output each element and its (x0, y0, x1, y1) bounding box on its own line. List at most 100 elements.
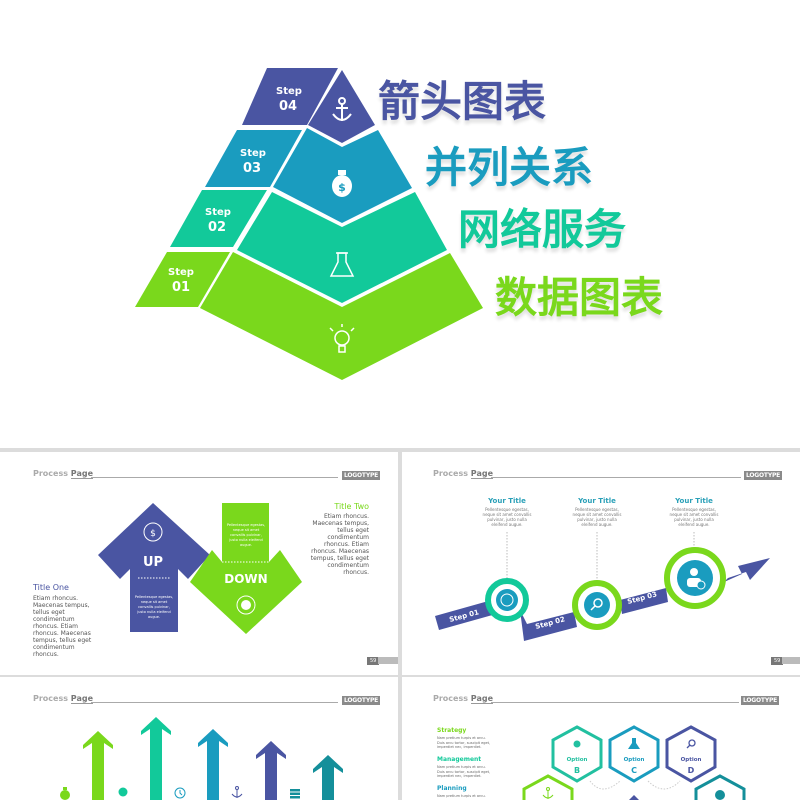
slide-rising-arrows: Process Page LOGOTYPE (0, 677, 398, 800)
step-number: 04 (279, 99, 297, 114)
hexagon-option-d (665, 725, 717, 783)
step-03-panel (205, 130, 302, 187)
logotype: LOGOTYPE (741, 696, 780, 705)
arrow-caption: Pellentesque egestas, neque sit amet con… (134, 595, 174, 619)
steps-timeline: Step 01 Step 02 Step 03 (435, 532, 770, 641)
lightbulb-icon (329, 324, 355, 353)
pie-chart-icon (236, 595, 256, 615)
item-text: Pellentesque egestas, neque sit amet con… (482, 507, 532, 527)
anchor-icon (332, 97, 352, 121)
list-text: Nam pretium turpis et arcu. Duis arcu to… (437, 736, 491, 749)
logotype: LOGOTYPE (744, 471, 783, 480)
option-letter: D (688, 766, 695, 775)
lightbulb-icon (573, 740, 581, 748)
item-title: Your Title (578, 497, 616, 505)
rising-arrows (60, 717, 343, 800)
list-text: Nam pretium turpis et arcu. (437, 794, 486, 798)
database-icon (290, 789, 300, 799)
arrow-caption: Pellentesque egestas, neque sit amet con… (226, 523, 266, 547)
step-label: Step (276, 86, 302, 97)
hexagon-diagram: Option B Option C Option D (522, 725, 746, 800)
page-bar (378, 657, 398, 664)
arrow-2 (141, 717, 171, 800)
slide-steps-timeline: Process Page LOGOTYPE Step 01 Step 02 St… (402, 452, 800, 675)
step-number: 03 (243, 161, 261, 176)
flask-icon (329, 252, 355, 277)
arrow-5 (313, 755, 343, 800)
up-arrow (98, 503, 210, 632)
hexagon-option-a (522, 774, 574, 800)
headline-arrow-chart: 箭头图表 (378, 77, 547, 126)
step-label: Step (168, 267, 194, 278)
up-down-arrows: UP DOWN $ (98, 503, 302, 634)
headline-data-chart: 数据图表 (495, 273, 664, 322)
header-divider (91, 702, 338, 703)
option-label: Option (624, 757, 645, 763)
title-two: Title Two (334, 502, 369, 511)
money-bag-icon: $ (143, 522, 163, 542)
step-number: 01 (172, 280, 190, 295)
hexagon-option-e (694, 774, 746, 800)
center-diamond (629, 795, 639, 800)
step-label: Step (205, 207, 231, 218)
option-label: Option (567, 757, 588, 763)
pyramid-diagram: Step 04 Step 03 Step 02 Step 01 $ (135, 68, 483, 380)
svg-text:$: $ (150, 529, 156, 539)
page-number: 59 (367, 657, 380, 665)
step-ribbon-2 (520, 610, 577, 641)
header-divider (491, 477, 741, 478)
list-title: Management (437, 756, 482, 763)
header-divider (91, 477, 338, 478)
user-dollar-icon (664, 547, 726, 609)
header-divider (491, 702, 739, 703)
hexagon-option-b (551, 725, 603, 783)
item-title: Your Title (488, 497, 526, 505)
title-one-body: Etiam rhoncus. Maecenas tempus, tellus e… (33, 595, 92, 658)
slide-hexagon-options: Process Page LOGOTYPE Strategy Nam preti… (402, 677, 800, 800)
item-title: Your Title (675, 497, 713, 505)
clock-icon (485, 578, 529, 622)
list-title: Strategy (437, 727, 467, 734)
clock-icon (174, 787, 186, 799)
step-04-panel (242, 68, 338, 125)
up-label: UP (143, 555, 163, 570)
down-arrow (190, 503, 302, 634)
step-number: 02 (208, 220, 226, 235)
arrow-1 (83, 731, 113, 800)
option-letter: C (631, 766, 637, 775)
list-text: Nam pretium turpis et arcu. Duis arcu to… (437, 765, 491, 778)
search-icon (686, 739, 696, 749)
title-two-body: Etiam rhoncus. Maecenas tempus, tellus e… (310, 513, 369, 576)
step-01-panel (135, 252, 230, 307)
pyramid-tier-1 (200, 252, 483, 380)
svg-text:$: $ (338, 181, 346, 194)
hero-panel: Step 04 Step 03 Step 02 Step 01 $ 箭头图表 并… (0, 0, 800, 448)
arrow-4 (256, 741, 286, 800)
money-bag-icon (60, 787, 70, 800)
logotype: LOGOTYPE (342, 696, 381, 705)
arrow-head (724, 558, 770, 582)
slide-header: Process Page (33, 469, 93, 479)
headline-network-service: 网络服务 (458, 205, 627, 254)
pyramid-tier-2 (237, 192, 447, 303)
step-ribbon-3 (620, 588, 668, 614)
lightbulb-icon (118, 787, 128, 797)
arrow-3 (198, 729, 228, 800)
slide-header: Process Page (433, 694, 493, 704)
headline-parallel-relation: 并列关系 (425, 143, 594, 192)
item-text: Pellentesque egestas, neque sit amet con… (572, 507, 622, 527)
hexagon-option-c (608, 725, 660, 783)
page-number: 59 (771, 657, 784, 665)
money-bag-icon: $ (332, 170, 352, 197)
step-ribbon-1 (435, 600, 496, 630)
step-02-panel (170, 190, 267, 247)
slide-header: Process Page (33, 694, 93, 704)
item-text: Pellentesque egestas, neque sit amet con… (669, 507, 719, 527)
anchor-icon (542, 787, 554, 799)
page-bar (782, 657, 800, 664)
option-label: Option (681, 757, 702, 763)
option-letter: B (574, 766, 580, 775)
flask-icon (628, 738, 640, 749)
title-one: Title One (33, 583, 69, 592)
